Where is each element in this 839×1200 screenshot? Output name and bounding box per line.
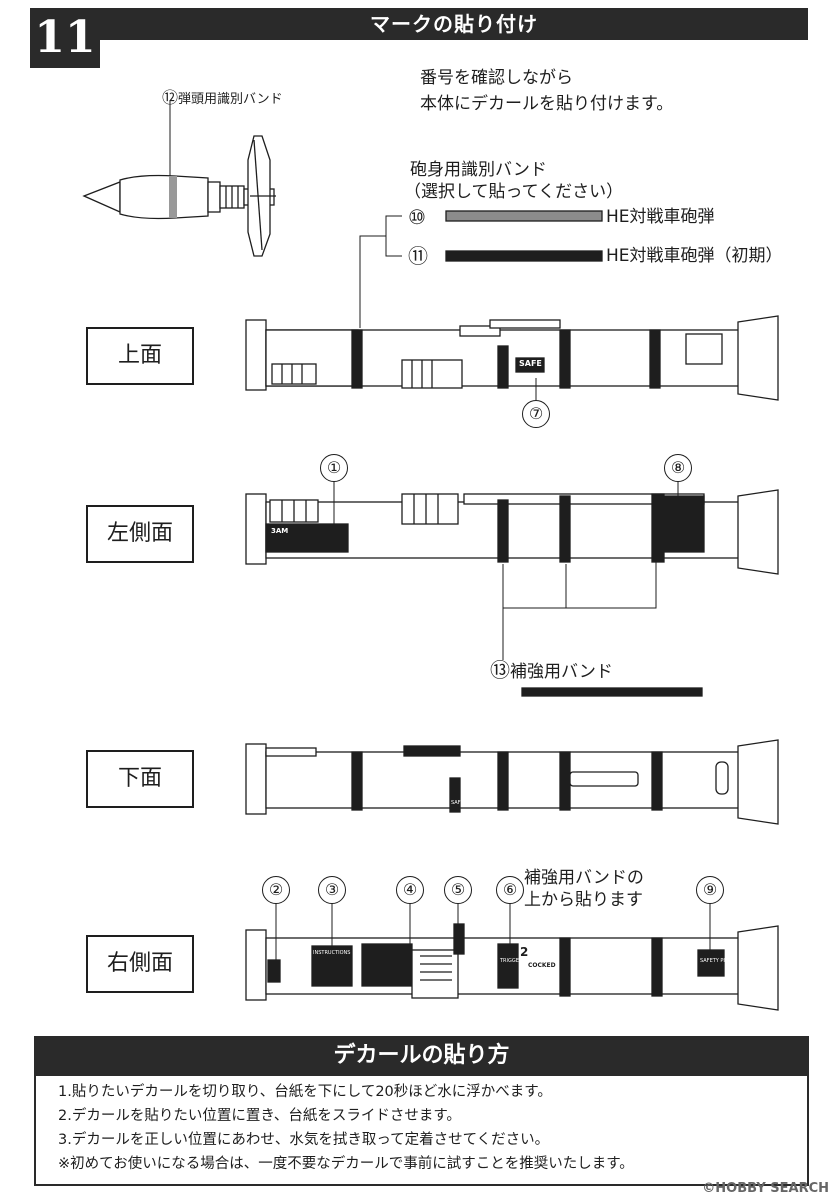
view-label-top: 上面 bbox=[86, 327, 194, 385]
callout-8: ⑧ bbox=[664, 454, 692, 482]
callout-7: ⑦ bbox=[522, 400, 550, 428]
decal-model: 3AM bbox=[271, 527, 289, 535]
decal-safe: SAFE bbox=[519, 359, 542, 368]
barrel-band-title: 砲身用識別バンド bbox=[410, 160, 547, 180]
callout-5: ⑤ bbox=[444, 876, 472, 904]
watermark: ©HOBBY SEARCH bbox=[702, 1181, 829, 1196]
warhead-band-text: 弾頭用識別バンド bbox=[178, 92, 283, 107]
note-line-2: 上から貼ります bbox=[524, 890, 643, 910]
bottom-view-drawing bbox=[245, 739, 779, 825]
left-view-drawing bbox=[245, 480, 779, 660]
method-step-2: 2.デカールを貼りたい位置に置き、台紙をスライドさせます。 bbox=[58, 1108, 461, 1124]
view-label-right: 右側面 bbox=[86, 935, 194, 993]
band-option-10-number: ⑩ bbox=[408, 205, 426, 229]
callout-9: ⑨ bbox=[696, 876, 724, 904]
reinforcement-band-label: ⑬補強用バンド bbox=[490, 658, 613, 684]
decal-two: 2 bbox=[520, 945, 529, 959]
top-view-drawing bbox=[245, 315, 779, 401]
callout-2: ② bbox=[262, 876, 290, 904]
step-number: 11 bbox=[30, 8, 100, 68]
warhead-drawing bbox=[82, 100, 276, 257]
decal-trigger: TRIGGER bbox=[500, 958, 523, 964]
reinforcement-text: 補強用バンド bbox=[510, 662, 613, 682]
method-step-3: 3.デカールを正しい位置にあわせ、水気を拭き取って定着させてください。 bbox=[58, 1132, 550, 1148]
callout-3: ③ bbox=[318, 876, 346, 904]
callout-4: ④ bbox=[396, 876, 424, 904]
band-option-11-number: ⑪ bbox=[408, 244, 428, 268]
decal-method-box bbox=[34, 1074, 809, 1186]
decal-safety-pin: SAFETY PIN bbox=[700, 958, 729, 964]
decal-safety: SAFETY bbox=[451, 800, 470, 806]
method-note: ※初めてお使いになる場合は、一度不要なデカールで事前に試すことを推奨いたします。 bbox=[58, 1156, 634, 1172]
callout-6: ⑥ bbox=[496, 876, 524, 904]
view-label-left: 左側面 bbox=[86, 505, 194, 563]
page-title: マークの貼り付け bbox=[370, 12, 538, 36]
note-line-1: 補強用バンドの bbox=[524, 868, 644, 888]
warhead-band-number: ⑫ bbox=[162, 88, 179, 107]
reinforcement-number: ⑬ bbox=[490, 658, 510, 682]
band-option-11-label: HE対戦車砲弾（初期） bbox=[606, 246, 783, 266]
method-step-1: 1.貼りたいデカールを切り取り、台紙を下にして20秒ほど水に浮かべます。 bbox=[58, 1084, 552, 1100]
decal-method-title: デカールの貼り方 bbox=[34, 1036, 809, 1074]
band-option-10-label: HE対戦車砲弾 bbox=[606, 207, 715, 227]
intro-line-1: 番号を確認しながら bbox=[420, 68, 573, 88]
view-label-bottom: 下面 bbox=[86, 750, 194, 808]
decal-cocked: COCKED bbox=[528, 962, 556, 969]
barrel-band-subtitle: （選択して貼ってください） bbox=[404, 182, 624, 202]
callout-1: ① bbox=[320, 454, 348, 482]
decal-instructions: INSTRUCTIONS bbox=[313, 950, 351, 956]
header-bar bbox=[30, 8, 808, 40]
warhead-band-label: ⑫弾頭用識別バンド bbox=[162, 84, 283, 108]
right-view-drawing bbox=[245, 902, 779, 1011]
intro-line-2: 本体にデカールを貼り付けます。 bbox=[420, 94, 674, 114]
